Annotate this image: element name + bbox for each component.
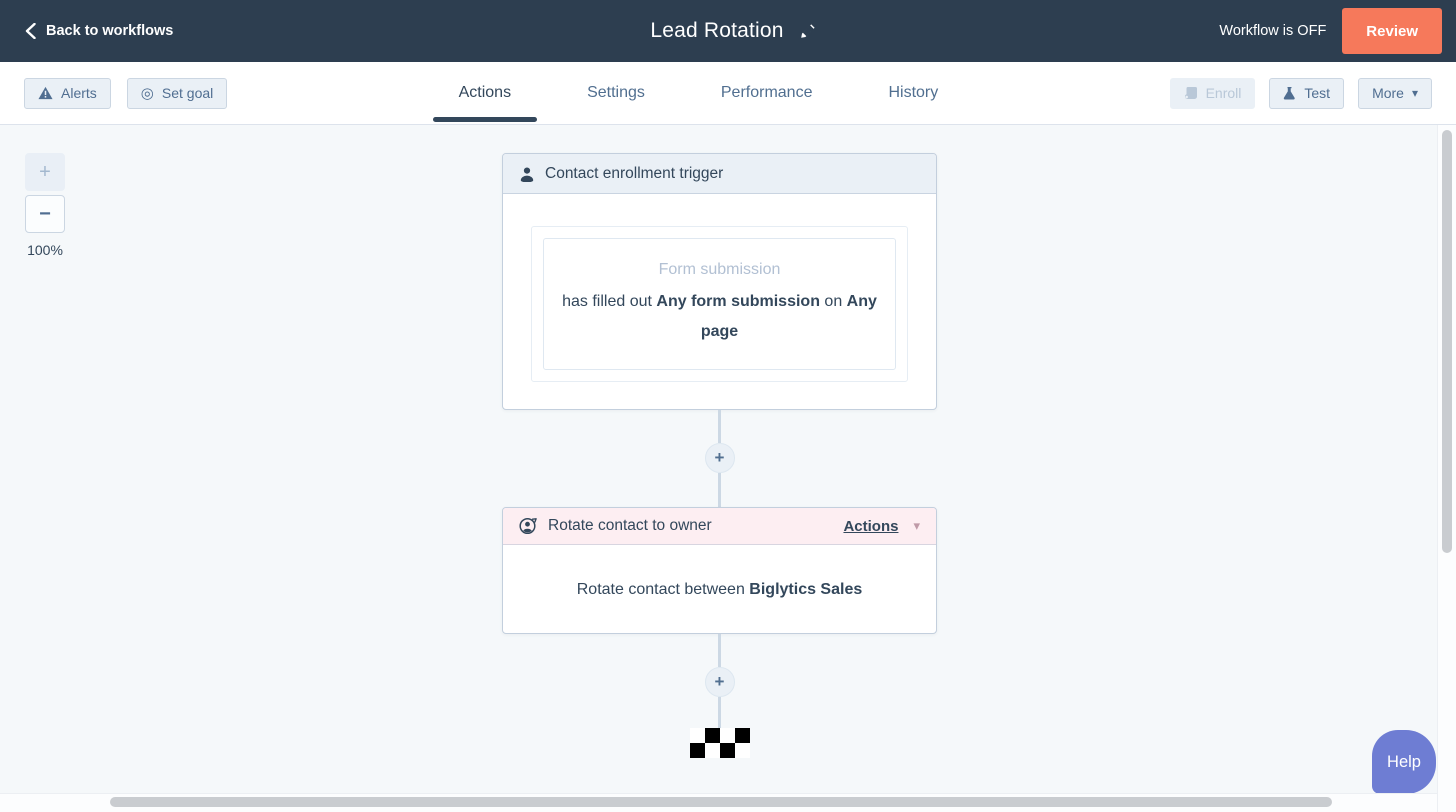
vertical-scrollbar-thumb[interactable] [1442,130,1452,553]
tab-performance[interactable]: Performance [720,84,813,101]
enroll-label: Enroll [1205,85,1242,101]
connector-line [718,697,721,728]
test-button[interactable]: Test [1269,77,1345,109]
tab-history[interactable]: History [888,84,939,101]
back-label: Back to workflows [46,23,174,39]
zoom-out-button[interactable]: − [25,195,65,233]
action-card-body: Rotate contact between Biglytics Sales [576,581,863,598]
trigger-filter-type: Form submission [658,261,781,278]
workflow-end-flag-icon [689,728,750,758]
workflow-toolbar: Alerts ◎ Set goal Actions Settings Perfo… [0,62,1456,125]
workflow-status-text: Workflow is OFF [1219,23,1327,39]
set-goal-label: Set goal [161,85,214,101]
enroll-button: Enroll [1169,77,1256,109]
zoom-level-label: 100% [27,242,63,258]
target-icon: ◎ [140,84,154,102]
action-card-header: Rotate contact to owner Actions ▾ [503,508,936,545]
alerts-button[interactable]: Alerts [24,77,111,109]
top-navbar: Back to workflows Lead Rotation Workflow… [0,0,1456,62]
more-button[interactable]: More ▾ [1358,77,1432,109]
back-to-workflows-link[interactable]: Back to workflows [24,23,173,39]
back-chevron-icon [24,23,37,39]
connector-line [718,473,721,507]
add-action-button-1[interactable]: + [704,443,735,473]
caret-down-icon: ▾ [1411,86,1418,100]
trigger-card-body: Form submission has filled out Any form … [503,194,936,409]
test-label: Test [1304,85,1331,101]
add-action-button-2[interactable]: + [704,667,735,697]
trigger-card[interactable]: Contact enrollment trigger Form submissi… [502,153,937,410]
zoom-in-button[interactable]: + [25,153,65,191]
connector-line [718,634,721,667]
trigger-card-header: Contact enrollment trigger [503,154,936,194]
trigger-filter-condition: has filled out Any form submission on An… [562,293,877,340]
enroll-scroll-icon [1184,86,1198,100]
rotate-contact-icon [519,517,538,535]
tab-actions[interactable]: Actions [427,62,543,124]
workflow-title: Lead Rotation [650,19,784,42]
flask-icon [1283,86,1296,100]
tab-settings[interactable]: Settings [587,84,645,101]
workflow-canvas: + − 100% Contact enrollment trigger Form… [0,125,1437,793]
trigger-filter-group: Form submission has filled out Any form … [531,226,908,382]
help-button[interactable]: Help [1372,730,1436,794]
trigger-filter[interactable]: Form submission has filled out Any form … [543,238,896,370]
action-card-title: Rotate contact to owner [548,517,712,534]
horizontal-scrollbar-thumb[interactable] [110,797,1332,807]
contact-person-icon [519,166,535,182]
workflow-tabs: Actions Settings Performance History [227,62,1169,124]
warning-triangle-icon [38,86,53,100]
edit-title-pencil-icon[interactable] [800,23,816,39]
zoom-controls: + − 100% [25,153,65,258]
set-goal-button[interactable]: ◎ Set goal [126,77,228,109]
alerts-label: Alerts [61,85,97,101]
caret-down-icon: ▾ [913,518,920,533]
connector-line [718,410,721,443]
card-actions-menu[interactable]: Actions [843,517,899,535]
trigger-card-title: Contact enrollment trigger [545,164,724,182]
more-label: More [1372,85,1404,101]
review-button[interactable]: Review [1342,8,1442,54]
workflow-flow: Contact enrollment trigger Form submissi… [502,153,937,758]
action-card-rotate-owner[interactable]: Rotate contact to owner Actions ▾ Rotate… [502,507,937,634]
